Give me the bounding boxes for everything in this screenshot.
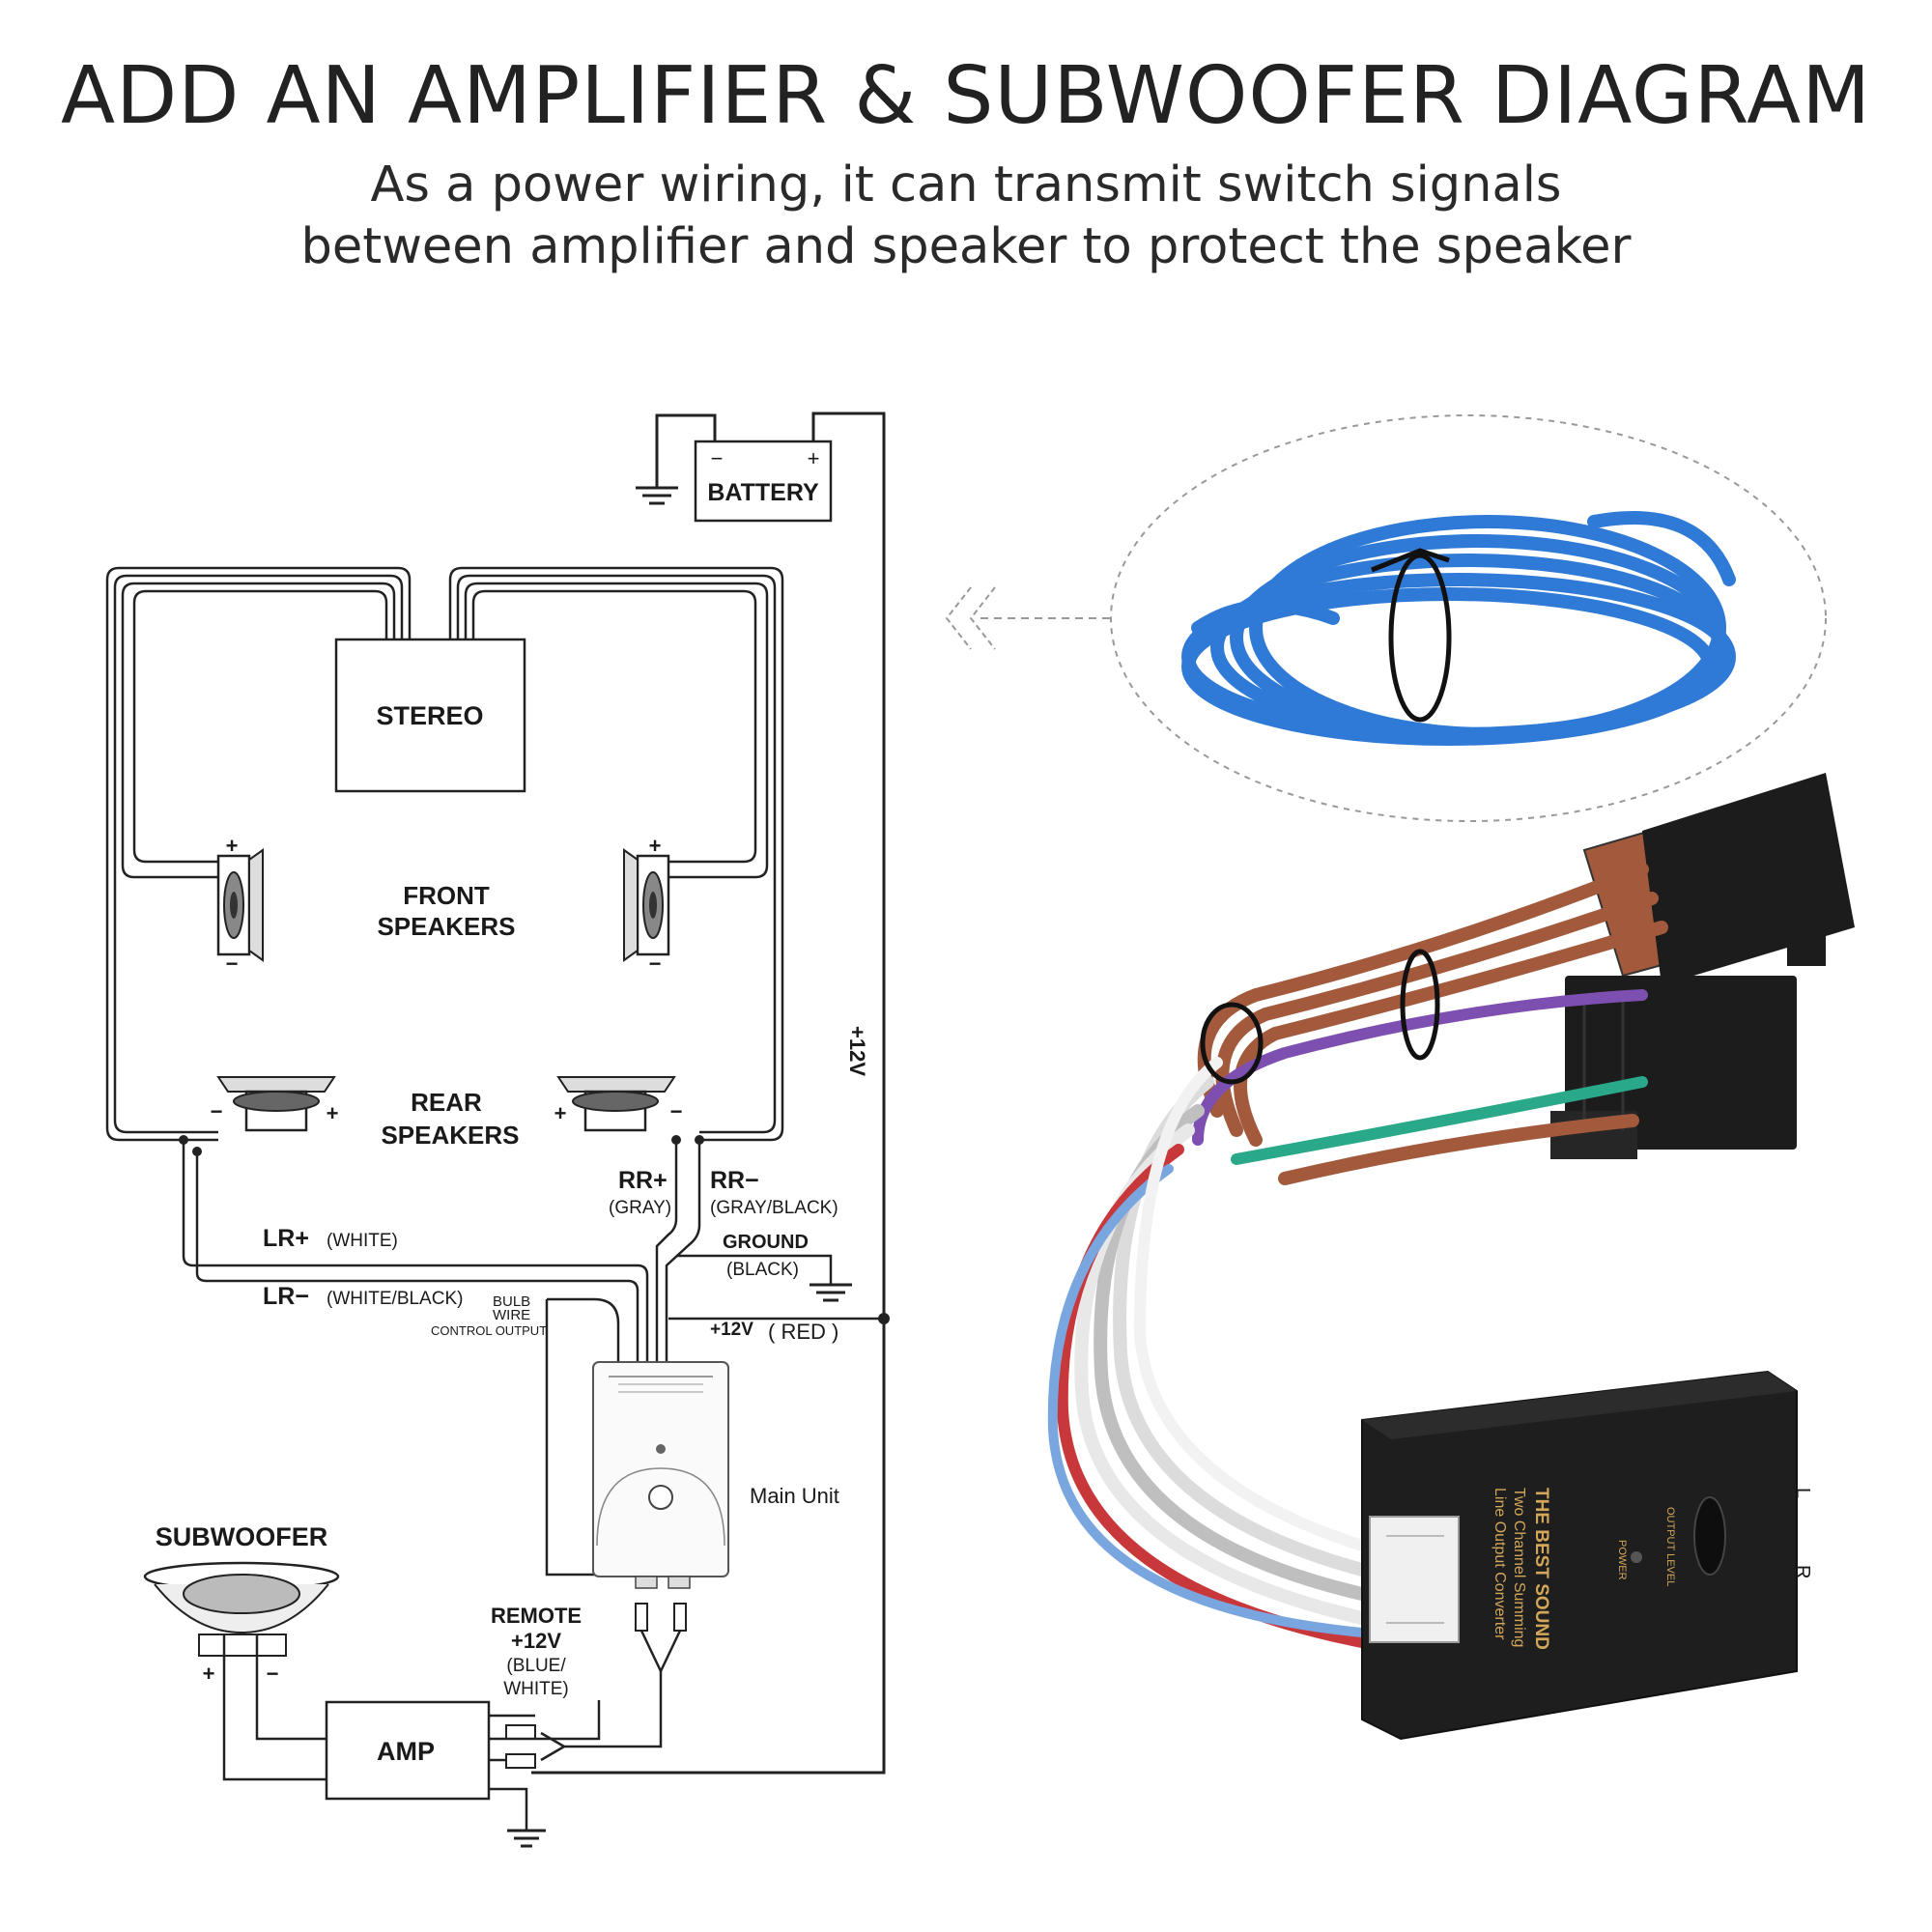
device-power-label: POWER xyxy=(1616,1540,1628,1580)
speaker-wires xyxy=(105,566,784,1142)
front-left-speaker: + − xyxy=(216,834,264,976)
subtitle-line-1: As a power wiring, it can transmit switc… xyxy=(370,156,1562,213)
main-unit xyxy=(592,1361,729,1589)
output-level-knob[interactable] xyxy=(1693,1496,1726,1576)
main-12v-wire xyxy=(531,412,886,1775)
front-speakers-label-1: FRONT xyxy=(403,881,490,910)
device-plug xyxy=(1369,1516,1460,1643)
front-right-speaker: + − xyxy=(623,834,670,976)
rr-minus-label: RR− xyxy=(710,1167,759,1194)
rear-speakers-label-1: REAR xyxy=(411,1088,482,1117)
stereo-box xyxy=(334,638,526,793)
battery-box xyxy=(694,440,833,523)
remote-label-3: (BLUE/ xyxy=(506,1656,566,1676)
lr-plus-label: LR+ xyxy=(263,1225,309,1252)
battery-minus: − xyxy=(711,446,724,470)
amp: AMP xyxy=(325,1700,601,1848)
bundle-ties xyxy=(1200,949,1440,1085)
bulb-label-1: BULB xyxy=(493,1293,530,1310)
amp-label: AMP xyxy=(377,1737,435,1766)
blue-wire-coil xyxy=(1181,511,1736,746)
rr-minus-color: (GRAY/BLACK) xyxy=(710,1198,838,1218)
rear-right-speaker: + − xyxy=(554,1076,683,1132)
battery-ground-wire xyxy=(655,413,717,488)
lr-plus-color: (WHITE) xyxy=(327,1231,398,1251)
power-led xyxy=(1631,1551,1642,1563)
subwoofer: + − xyxy=(143,1561,340,1781)
ground-label: GROUND xyxy=(723,1232,809,1253)
front-speakers-label-2: SPEAKERS xyxy=(377,912,515,941)
remote-label-1: REMOTE xyxy=(491,1604,582,1628)
amp-ground-icon xyxy=(507,1829,546,1848)
front-left-minus: − xyxy=(226,952,239,976)
battery: BATTERY − + xyxy=(531,412,886,1775)
rear-left-plus: + xyxy=(327,1101,339,1125)
channel-left-label: L xyxy=(1792,1488,1813,1498)
battery-label: BATTERY xyxy=(707,479,819,506)
stereo-label: STEREO xyxy=(376,701,483,730)
subwoofer-plus: + xyxy=(203,1662,215,1686)
ground-color: (BLACK) xyxy=(726,1260,799,1280)
red-color-label: ( RED ) xyxy=(768,1320,838,1344)
stereo: STEREO xyxy=(334,638,526,793)
ground-icon xyxy=(810,1283,852,1302)
device-brand: THE BEST SOUND xyxy=(1531,1488,1551,1650)
rear-right-minus: − xyxy=(670,1099,683,1123)
wire-tie xyxy=(1371,548,1452,723)
remote-label-4: WHITE) xyxy=(503,1679,569,1699)
channel-right-label: R xyxy=(1792,1565,1813,1578)
lr-minus-label: LR− xyxy=(263,1283,309,1310)
device-line-1: Two Channel Summing xyxy=(1511,1488,1527,1647)
amp-box xyxy=(325,1700,491,1801)
front-right-minus: − xyxy=(649,952,662,976)
battery-plus: + xyxy=(808,446,820,470)
arrow-left-icon xyxy=(945,586,1111,650)
rr-plus-label: RR+ xyxy=(618,1167,668,1194)
converter-device: THE BEST SOUND Two Channel Summing Line … xyxy=(1361,1370,1798,1741)
front-left-plus: + xyxy=(226,834,239,858)
rr-plus-color: (GRAY) xyxy=(609,1198,671,1218)
subtitle-line-2: between amplifier and speaker to protect… xyxy=(300,218,1632,275)
page-title: ADD AN AMPLIFIER & SUBWOOFER DIAGRAM xyxy=(61,50,1871,142)
subwoofer-minus: − xyxy=(267,1662,279,1686)
rear-left-minus: − xyxy=(211,1099,223,1123)
device-output-level-label: OUTPUT LEVEL xyxy=(1664,1507,1676,1586)
bulb-label-3: CONTROL OUTPUT xyxy=(431,1323,547,1338)
device-line-2: Line Output Converter xyxy=(1492,1488,1508,1640)
lr-minus-color: (WHITE/BLACK) xyxy=(327,1289,463,1309)
subwoofer-label: SUBWOOFER xyxy=(156,1522,328,1551)
rear-right-plus: + xyxy=(554,1101,567,1125)
remote-label-2: +12V xyxy=(511,1629,561,1653)
bulb-label-2: WIRE xyxy=(493,1307,530,1323)
wire-callout-ellipse xyxy=(1110,414,1827,822)
plus-12v-label: +12V xyxy=(845,1026,869,1076)
front-right-plus: + xyxy=(649,834,662,858)
battery-ground-icon xyxy=(636,486,678,505)
rear-speakers-label-2: SPEAKERS xyxy=(381,1121,519,1150)
main-unit-input-wires xyxy=(179,1135,890,1577)
rear-left-speaker: − + xyxy=(211,1076,339,1132)
red-12v-label: +12V xyxy=(710,1320,753,1340)
main-unit-label: Main Unit xyxy=(750,1484,839,1508)
